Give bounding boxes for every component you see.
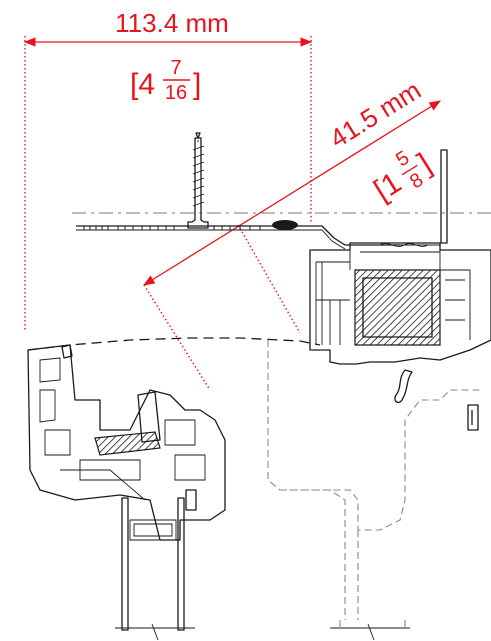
diagonal-imperial-numerator: 5 <box>392 147 413 172</box>
diagonal-metric-label: 41.5 mm <box>324 75 426 154</box>
diagonal-extension-right <box>237 224 301 334</box>
outline-dashed <box>27 337 321 351</box>
reinforcement-steel <box>354 269 441 346</box>
glass-pane <box>440 149 448 244</box>
strap-perforations <box>83 226 261 230</box>
reinforcement-inner <box>362 277 433 338</box>
screw-shank <box>187 137 209 229</box>
diagonal-extension-left <box>143 284 211 391</box>
diagonal-fraction-bar <box>401 164 418 176</box>
frame-chambers <box>315 261 350 345</box>
width-imperial-denominator: 16 <box>165 82 187 104</box>
diagonal-imperial-denominator: 8 <box>406 169 427 194</box>
width-imperial-prefix: [4 <box>130 68 155 101</box>
sash-outer <box>27 344 226 541</box>
sash-profile-left <box>27 344 226 641</box>
mounting-strap-edge <box>76 229 346 250</box>
fastener-assembly <box>72 132 491 250</box>
sash-drain <box>60 469 146 501</box>
ghost-stem <box>280 489 359 620</box>
frame-ribs <box>349 250 471 340</box>
width-dimension: 113.4 mm [4 7 16 ] <box>23 8 313 330</box>
sash-reinforcement-vertical <box>137 391 161 443</box>
screw-tip <box>195 132 201 139</box>
width-imperial-numerator: 7 <box>170 57 181 79</box>
sash-gasket-bottom <box>185 489 197 511</box>
sash-gasket <box>467 404 479 431</box>
screw-thread <box>192 140 205 207</box>
sealant-bead <box>272 220 298 230</box>
sash-chambers <box>39 357 206 481</box>
sash-glass <box>121 497 185 631</box>
sash-gasket-top <box>61 344 73 359</box>
break-line-left <box>115 623 195 641</box>
insulating-spacer <box>129 519 177 541</box>
frame-profile-right <box>267 149 491 641</box>
glazing-bead <box>360 243 440 253</box>
seal-gasket <box>394 369 413 404</box>
sash-reinforcement <box>94 431 161 456</box>
width-imperial-suffix: ] <box>193 68 201 101</box>
width-metric-label: 113.4 mm <box>115 8 229 38</box>
diagonal-dimension-line <box>143 100 441 286</box>
frame-outer <box>309 242 491 365</box>
diagonal-imperial-prefix: [1 <box>368 166 407 207</box>
break-line-right <box>330 623 410 641</box>
ghost-outline-right <box>267 340 480 630</box>
